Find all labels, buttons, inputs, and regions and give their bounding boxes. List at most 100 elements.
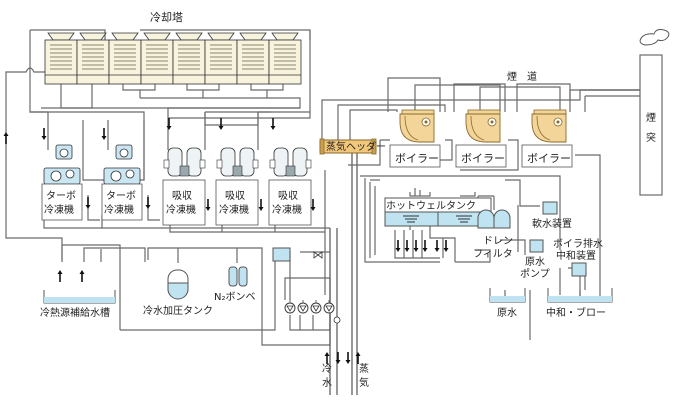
water-softener: 軟水装置 — [532, 201, 572, 230]
arrow-down-icon — [270, 118, 276, 130]
boiler: ボイラー — [389, 109, 441, 168]
nozzle — [305, 159, 312, 169]
arrow-down-icon — [413, 240, 419, 252]
pump-triangle — [286, 305, 294, 312]
cell-body — [172, 39, 206, 85]
chimney-label-1: 煙 — [646, 112, 656, 124]
piping — [5, 29, 640, 395]
arrow-down-icon — [218, 118, 224, 130]
arrow-down-icon — [85, 197, 91, 209]
arrow-down-icon — [258, 199, 264, 211]
fan-icon — [175, 32, 203, 41]
raw-water-label: 原水 — [497, 307, 517, 319]
boiler-top — [467, 109, 501, 115]
circulation-pumps — [284, 300, 335, 314]
pump-triangle — [325, 305, 333, 312]
absorption-chiller-label-2: 冷凍機 — [219, 203, 249, 216]
nozzle — [269, 159, 276, 169]
turbo-chiller-label-2: 冷凍機 — [44, 203, 74, 216]
cell-body — [204, 39, 238, 85]
boiler: ボイラー — [521, 109, 573, 168]
makeup-water-tank: 冷熱源補給水槽 — [40, 290, 116, 319]
cell-body — [44, 39, 78, 85]
neutral-blow-tank: 中和・ブロー — [546, 288, 613, 319]
cooling-tower-cell — [268, 32, 302, 85]
arrow-down-icon — [166, 118, 172, 130]
boiler-base — [521, 144, 573, 168]
cooling-tower-cell — [172, 32, 206, 85]
chiller-body — [215, 179, 259, 226]
fan-icon — [207, 32, 235, 41]
drain-filter-label-2: フィルタ — [473, 248, 513, 260]
raw-water-pump-label-1: 原水 — [525, 256, 545, 268]
arrow-down-icon — [205, 199, 211, 211]
cell-body — [108, 39, 142, 85]
flue-label: 煙 道 — [507, 70, 537, 83]
boiler-label: ボイラー — [461, 152, 505, 165]
fan-icon — [239, 32, 267, 41]
chimney: 煙 突 — [639, 29, 670, 196]
boiler-top — [401, 109, 435, 115]
steam-label-2: 気 — [359, 376, 369, 389]
pressure-tank: 冷水加圧タンク — [143, 269, 213, 317]
chiller-body — [162, 179, 206, 226]
pump-block — [232, 165, 243, 177]
compressor-icon — [50, 170, 62, 182]
cell-body — [140, 39, 174, 85]
absorption-chiller-label-2: 冷凍機 — [272, 203, 302, 216]
absorption-chiller-label-1: 吸収 — [172, 190, 192, 202]
arrow-down-icon — [434, 240, 440, 252]
cooling-tower-cell — [44, 32, 78, 85]
cooling-tower-cell — [108, 32, 142, 85]
nozzle — [199, 159, 206, 169]
pressure-tank-label: 冷水加圧タンク — [143, 304, 213, 317]
pump-icon — [297, 300, 309, 314]
n2-cylinder-label: N₂ボンベ — [214, 291, 256, 303]
chilled-water-label-2: 水 — [322, 377, 332, 389]
nozzle — [252, 159, 259, 169]
raw-water-pump-label-2: ポンプ — [520, 268, 550, 280]
arrow-down-icon — [335, 352, 341, 364]
makeup-tank-label: 冷熱源補給水槽 — [40, 306, 110, 319]
cooling-tower — [44, 32, 302, 85]
pump-icon — [323, 300, 335, 314]
chiller-body — [101, 183, 143, 221]
fan-icon — [111, 32, 139, 41]
cooling-tower-label: 冷却塔 — [150, 11, 183, 24]
chimney-label-2: 突 — [646, 131, 656, 144]
boilers: ボイラーボイラーボイラー — [389, 109, 573, 168]
compressor-icon — [125, 169, 135, 179]
absorption-chiller-label-2: 冷凍機 — [166, 203, 196, 216]
chiller-body — [41, 183, 83, 221]
arrow-down-icon — [101, 128, 107, 140]
arrow-down-icon — [310, 199, 316, 211]
arrow-down-icon — [404, 240, 410, 252]
arrow-up-icon — [355, 352, 361, 364]
cooling-tower-cell — [76, 32, 110, 85]
flow-arrows — [3, 118, 449, 364]
arrow-up-icon — [324, 352, 330, 364]
cell-body — [268, 39, 302, 85]
fan-icon — [79, 32, 107, 41]
turbo-chiller-label-1: ターボ — [46, 190, 76, 202]
pump-triangle — [299, 305, 307, 312]
arrow-down-icon — [345, 352, 351, 364]
arrow-down-icon — [443, 240, 449, 252]
fan-icon — [271, 32, 299, 41]
boiler-curve — [404, 115, 419, 141]
steam-header: 蒸気ヘッダー — [319, 138, 386, 155]
burner-dot — [490, 120, 494, 124]
chilled-water-label-1: 冷 — [322, 362, 332, 375]
cooling-tower-cell — [204, 32, 238, 85]
steam-header-label: 蒸気ヘッダー — [326, 140, 386, 153]
turbo-chiller-label-2: 冷凍機 — [104, 203, 134, 216]
n2-cylinders: N₂ボンベ — [214, 266, 256, 303]
pump-block — [285, 165, 296, 177]
arrow-down-icon — [395, 240, 401, 252]
